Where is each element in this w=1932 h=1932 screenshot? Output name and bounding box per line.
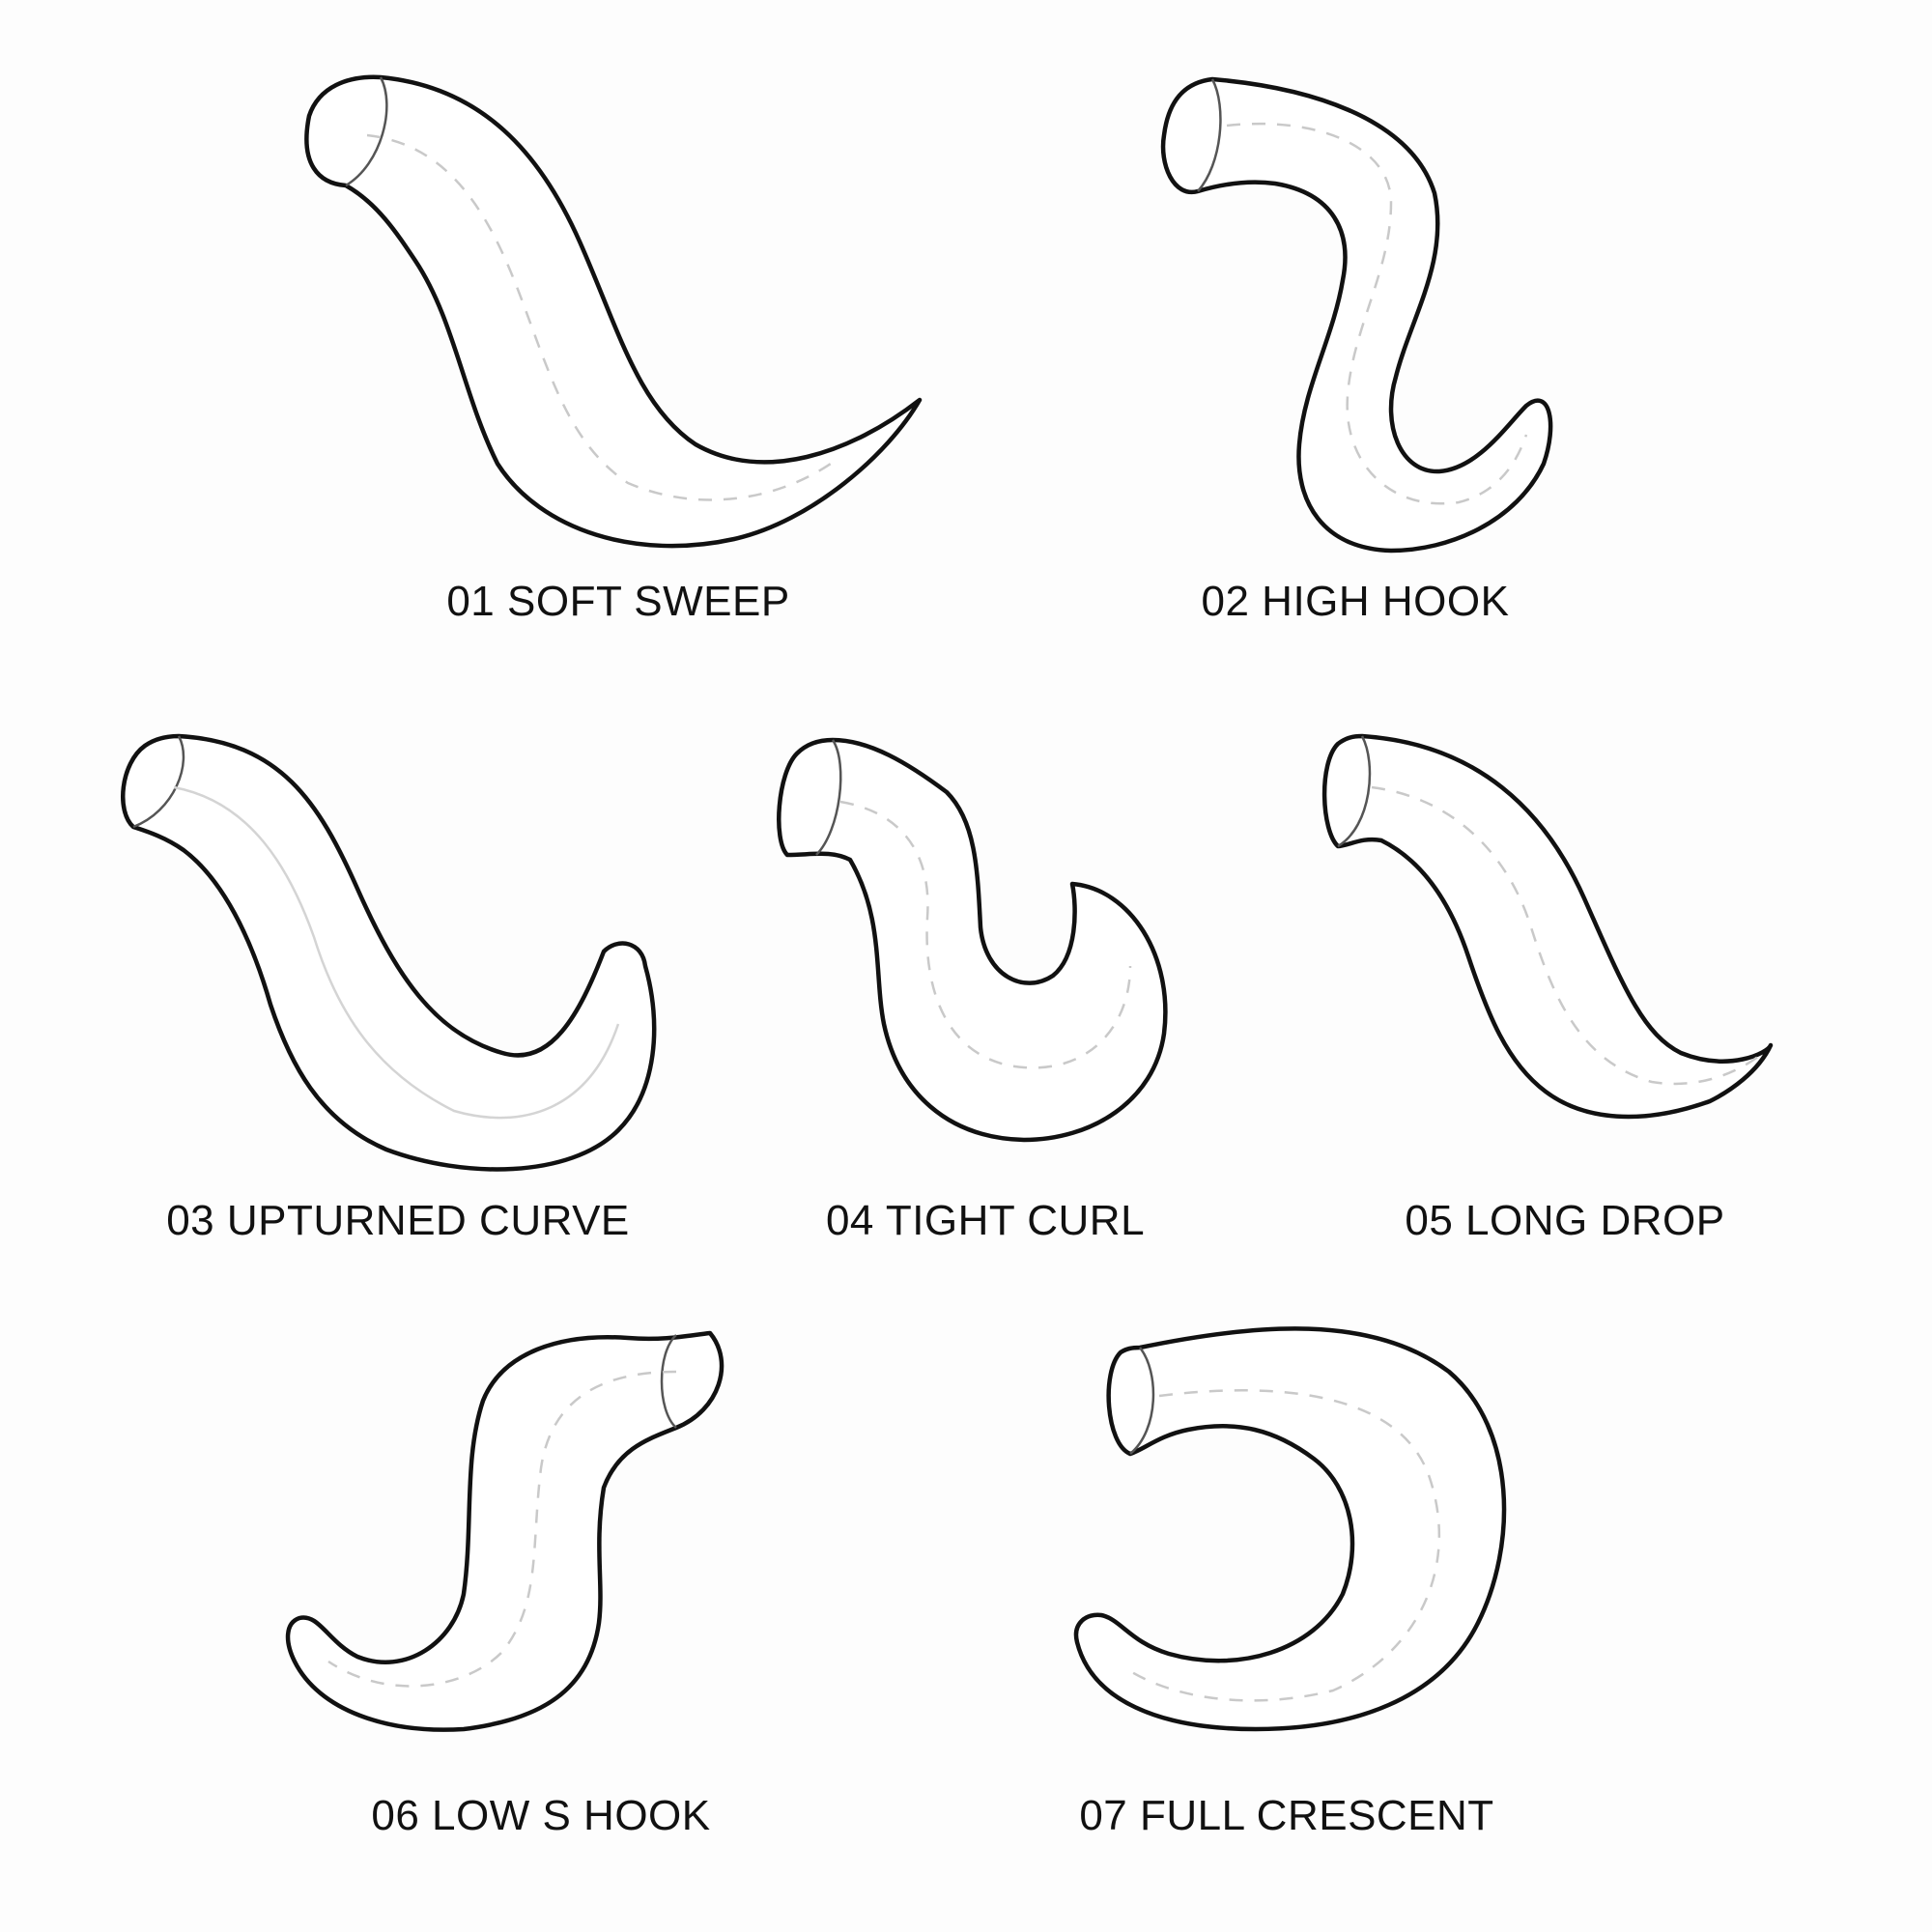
shape-label-04: 04 TIGHT CURL (825, 1197, 1146, 1244)
shape-label-05: 05 LONG DROP (1405, 1197, 1725, 1244)
horn-centerline-06 (327, 1370, 677, 1688)
shape-label-03: 03 UPTURNED CURVE (166, 1197, 630, 1244)
horn-rim-06 (660, 1334, 677, 1429)
shape-label-06: 06 LOW S HOOK (371, 1792, 711, 1839)
horn-rim-01 (345, 76, 388, 187)
horn-shape-03-upturned-curve (121, 733, 657, 1172)
horn-shape-07-full-crescent (1073, 1326, 1507, 1732)
horn-rim-05 (1337, 735, 1372, 848)
horn-outline-03 (121, 733, 657, 1172)
horn-shape-02-high-hook (1160, 76, 1553, 554)
horn-shape-06-low-s-hook (285, 1330, 724, 1732)
horn-outline-01 (304, 74, 923, 549)
horn-shape-01-soft-sweep (304, 74, 923, 549)
horn-centerline-02 (1226, 122, 1528, 505)
horn-centerline-05 (1371, 785, 1764, 1086)
horn-outline-07 (1073, 1326, 1507, 1732)
horn-centerline-07 (1129, 1389, 1441, 1702)
horn-outline-02 (1160, 76, 1553, 554)
horn-outline-04 (777, 737, 1168, 1143)
horn-shape-04-tight-curl (777, 737, 1168, 1143)
horn-rim-04 (815, 739, 842, 856)
horn-centerline-04 (839, 800, 1132, 1069)
horn-centerline-01 (366, 133, 832, 501)
horn-centerline-03 (173, 785, 620, 1120)
horn-rim-03 (132, 735, 185, 829)
horn-shape-05-long-drop (1321, 733, 1774, 1120)
shape-label-02: 02 HIGH HOOK (1201, 578, 1510, 625)
horn-rim-02 (1197, 78, 1222, 192)
horn-outline-05 (1321, 733, 1774, 1120)
shape-label-07: 07 FULL CRESCENT (1079, 1792, 1494, 1839)
horn-rim-07 (1129, 1347, 1155, 1455)
horn-outline-06 (285, 1330, 724, 1732)
shape-label-01: 01 SOFT SWEEP (446, 578, 790, 625)
